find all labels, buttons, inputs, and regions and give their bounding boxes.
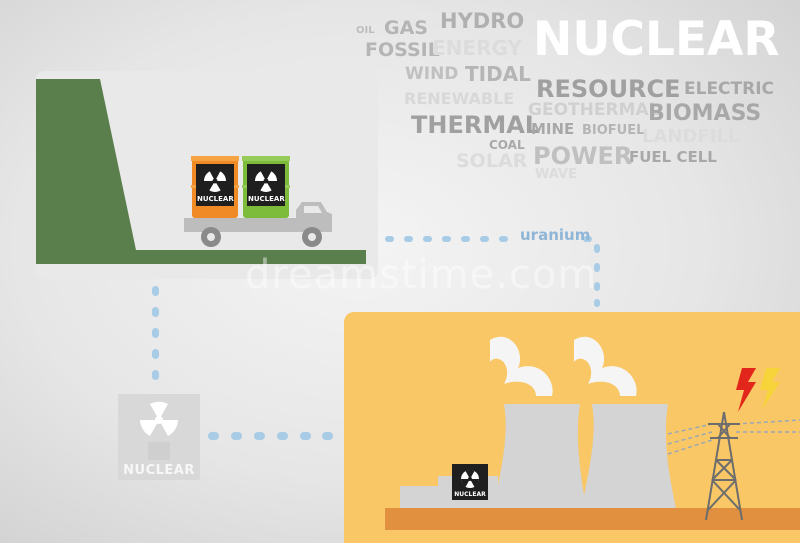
flow-dotted-line-horizontal-bottom [208, 432, 333, 440]
word-wind: WIND [405, 64, 459, 84]
orange-barrel-icon [191, 156, 239, 218]
uranium-label: uranium [520, 226, 591, 244]
word-coal: COAL [489, 138, 525, 152]
word-thermal: THERMAL [411, 111, 541, 139]
word-wave: WAVE [535, 167, 577, 182]
hill-shape [36, 79, 366, 264]
word-gas: GAS [384, 17, 428, 39]
lightning-bolt-yellow-icon [760, 368, 780, 410]
word-mine: MINE [531, 120, 575, 138]
word-fuel-cell: FUEL CELL [629, 148, 717, 166]
word-nuclear-title: NUCLEAR [533, 12, 780, 67]
nuclear-station-icon [118, 394, 200, 480]
word-geothermal: GEOTHERMAL [528, 100, 660, 120]
steam-right [574, 336, 637, 396]
word-biofuel: BIOFUEL [582, 123, 645, 138]
word-hydro: HYDRO [440, 9, 525, 33]
word-resource: RESOURCE [536, 75, 681, 103]
lightning-bolt-red-icon [736, 368, 756, 412]
green-barrel-label: NUCLEAR [248, 195, 285, 203]
word-electric: ELECTRIC [684, 79, 775, 99]
nuclear-station-label: NUCLEAR [123, 463, 195, 478]
cooling-tower-right [582, 404, 676, 508]
flow-dotted-line-vertical-right [594, 244, 600, 307]
flow-dotted-line-horizontal-top [385, 236, 592, 242]
steam-left [490, 336, 553, 396]
word-tidal: TIDAL [465, 62, 531, 86]
word-fossil: FOSSIL [365, 39, 440, 61]
power-lines [667, 419, 800, 455]
word-biomass: BIOMASS [648, 101, 762, 126]
word-landfill: LANDFILL [642, 126, 740, 147]
word-energy: ENERGY [432, 36, 522, 60]
truck-icon [184, 202, 332, 247]
orange-barrel-label: NUCLEAR [197, 195, 234, 203]
word-renewable: RENEWABLE [404, 89, 515, 108]
ground-strip [385, 508, 800, 530]
plant-nuclear-box-icon [452, 464, 488, 500]
plant-box-label: NUCLEAR [454, 491, 486, 498]
green-barrel-icon [242, 156, 290, 218]
word-solar: SOLAR [456, 150, 528, 172]
cooling-tower-left [494, 404, 586, 508]
energy-word-cloud: OIL GAS HYDRO NUCLEAR FOSSIL ENERGY WIND… [0, 0, 800, 200]
word-power: POWER [533, 142, 633, 170]
watermark: dreamstime.com [245, 252, 598, 298]
power-pylon-icon [705, 411, 743, 521]
word-oil: OIL [356, 25, 375, 36]
flow-dotted-line-vertical-left [152, 286, 159, 380]
